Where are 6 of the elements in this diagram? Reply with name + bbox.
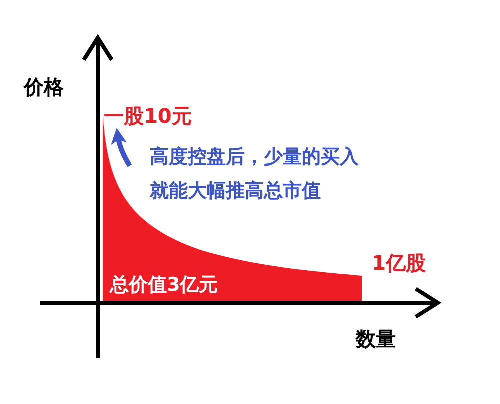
price-label: 一股10元	[104, 103, 192, 130]
annotation-text: 高度控盘后，少量的买入就能大幅推高总市值	[150, 145, 360, 204]
quantity-label: 1亿股	[372, 250, 426, 277]
axis-label: 价格	[24, 74, 64, 101]
axis-label: 数量	[356, 326, 396, 353]
total-value-label: 总价值3亿元	[110, 273, 218, 298]
